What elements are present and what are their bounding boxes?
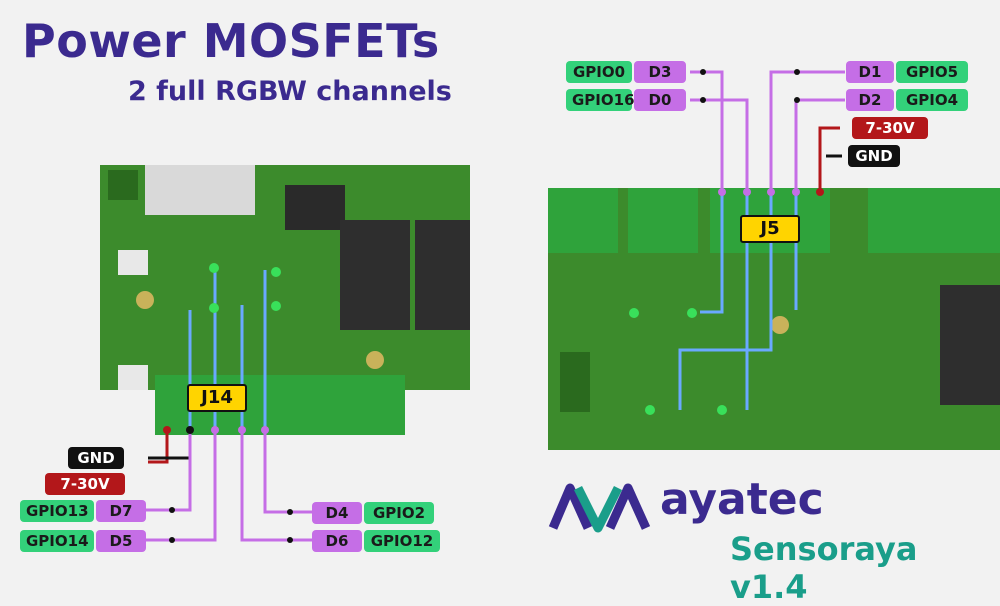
- right-pcb: [548, 69, 1000, 450]
- connector-j14-tag: J14: [187, 384, 247, 412]
- gpio2-label: GPIO2: [364, 502, 434, 524]
- d5-label: D5: [96, 530, 146, 552]
- gpio12-label: GPIO12: [364, 530, 440, 552]
- gpio13-label: GPIO13: [20, 500, 94, 522]
- board-illustration: [100, 69, 1000, 543]
- gpio14-label: GPIO14: [20, 530, 94, 552]
- gpio0-label: GPIO0: [566, 61, 632, 83]
- left-vin-label: 7-30V: [45, 473, 125, 495]
- left-pcb: [100, 165, 470, 543]
- product-name: Sensoraya v1.4: [730, 530, 918, 606]
- d3-label: D3: [634, 61, 686, 83]
- d1-label: D1: [846, 61, 894, 83]
- connector-j5-tag: J5: [740, 215, 800, 243]
- gpio5-label: GPIO5: [896, 61, 968, 83]
- d2-label: D2: [846, 89, 894, 111]
- d0-label: D0: [634, 89, 686, 111]
- right-gnd-label: GND: [848, 145, 900, 167]
- page-subtitle: 2 full RGBW channels: [128, 76, 452, 107]
- ayatec-logo-icon: [548, 483, 651, 533]
- right-vin-label: 7-30V: [852, 117, 928, 139]
- d4-label: D4: [312, 502, 362, 524]
- gpio4-label: GPIO4: [896, 89, 968, 111]
- brand-name: ayatec: [660, 474, 824, 525]
- d6-label: D6: [312, 530, 362, 552]
- page-title: Power MOSFETs: [22, 14, 440, 68]
- left-gnd-label: GND: [68, 447, 124, 469]
- d7-label: D7: [96, 500, 146, 522]
- gpio16-label: GPIO16: [566, 89, 635, 111]
